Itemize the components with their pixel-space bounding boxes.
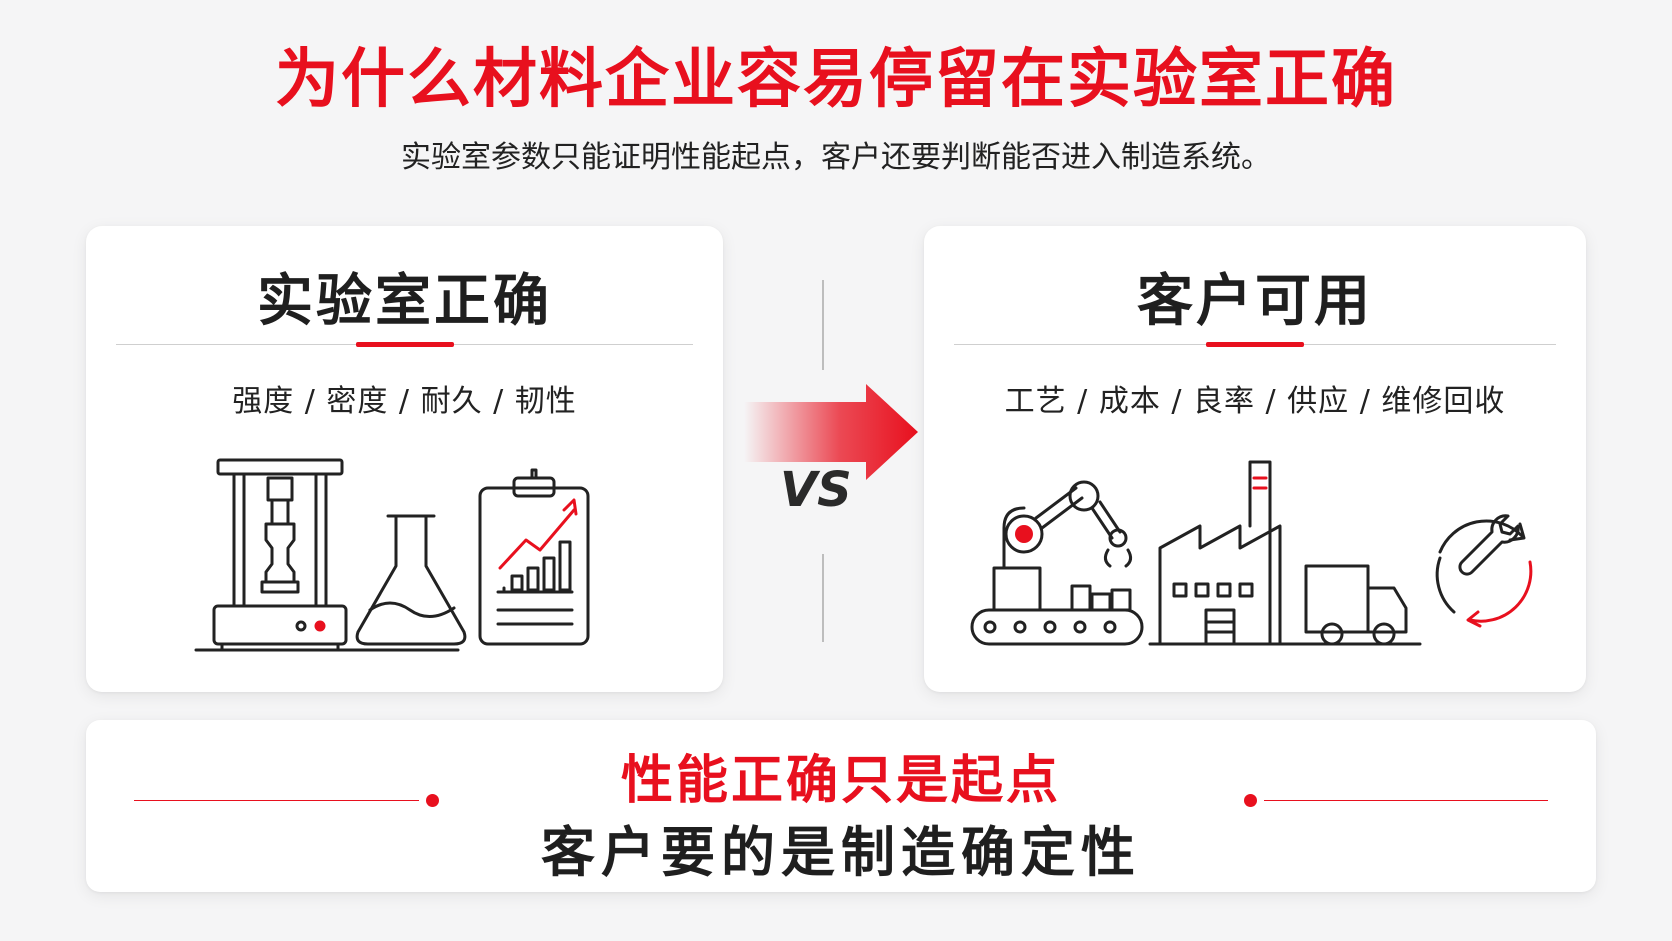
lab-illustration <box>194 458 590 652</box>
banner-left-dot <box>426 794 439 807</box>
customer-card-accent <box>1206 342 1304 347</box>
truck-icon <box>1286 564 1422 646</box>
conclusion-statement: 客户要的是制造确定性 <box>541 821 1141 884</box>
conclusion-banner: 性能正确只是起点 客户要的是制造确定性 <box>86 720 1596 892</box>
conclusion-headline: 性能正确只是起点 <box>620 751 1061 811</box>
vs-label: VS <box>780 462 852 518</box>
flask-icon <box>346 514 467 652</box>
chart-clipboard-icon <box>478 468 590 646</box>
versus-divider: VS <box>740 280 920 660</box>
banner-right-line <box>1264 800 1548 801</box>
manufacturing-illustration <box>970 460 1533 646</box>
page-title: 为什么材料企业容易停留在实验室正确 <box>275 43 1397 117</box>
testing-machine-icon <box>194 458 350 652</box>
customer-usable-card: 客户可用 工艺 / 成本 / 良率 / 供应 / 维修回收 <box>924 226 1586 692</box>
banner-left-line <box>134 800 419 801</box>
banner-right-dot <box>1244 794 1257 807</box>
factory-icon <box>1148 460 1292 646</box>
lab-card-accent <box>356 342 454 347</box>
lab-card-tags: 强度 / 密度 / 耐久 / 韧性 <box>232 384 577 419</box>
customer-card-title: 客户可用 <box>1137 269 1373 334</box>
wrench-cycle-icon <box>1435 514 1526 614</box>
page-subtitle: 实验室参数只能证明性能起点，客户还要判断能否进入制造系统。 <box>401 140 1271 175</box>
arrow-right-icon <box>744 384 918 480</box>
lab-correct-card: 实验室正确 强度 / 密度 / 耐久 / 韧性 <box>86 226 723 692</box>
lab-card-title: 实验室正确 <box>257 269 552 334</box>
customer-card-tags: 工艺 / 成本 / 良率 / 供应 / 维修回收 <box>1004 384 1506 419</box>
robot-arm-conveyor-icon <box>970 480 1144 646</box>
